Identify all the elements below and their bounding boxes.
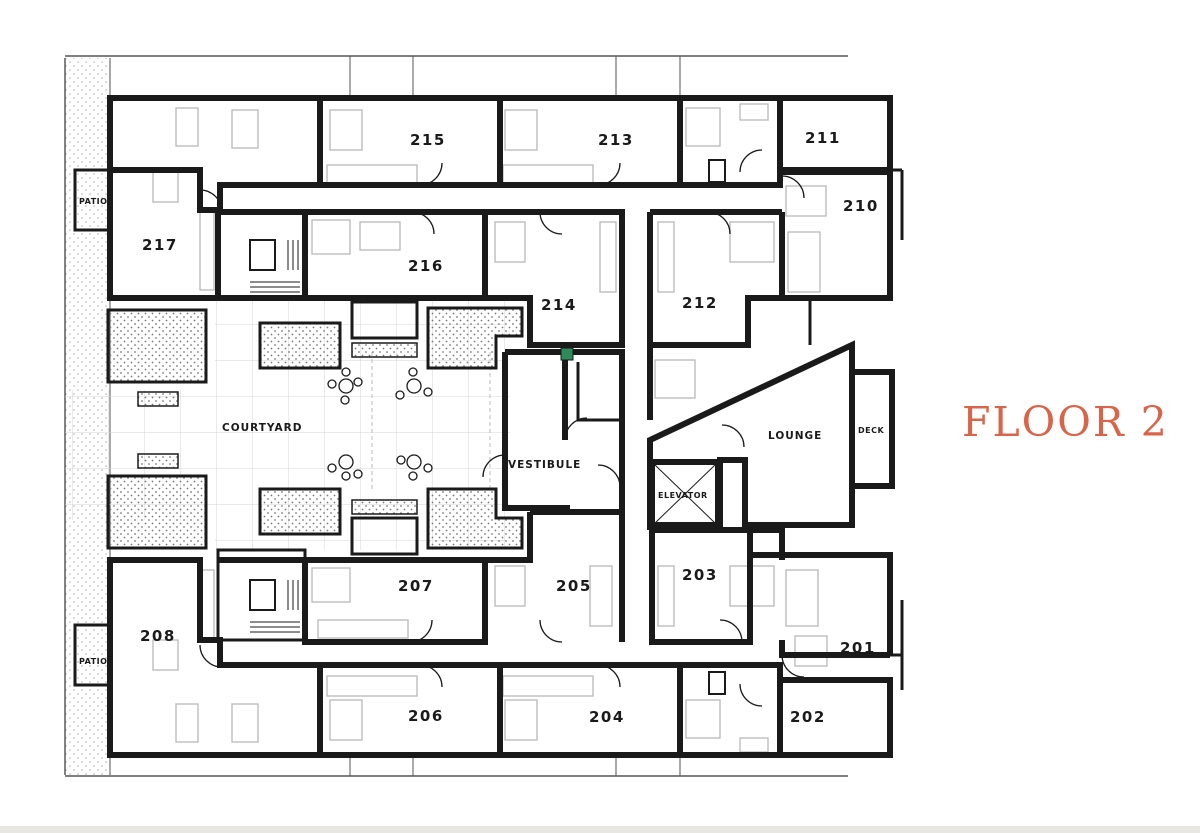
room-210-label: 210 (843, 197, 879, 215)
room-202-label: 202 (790, 708, 826, 726)
door-swings (199, 149, 805, 707)
appliances (560, 159, 726, 695)
room-217-label: 217 (142, 236, 178, 254)
planters (106, 300, 524, 556)
room-201-label: 201 (840, 639, 876, 657)
room-213-label: 213 (598, 131, 634, 149)
space-labels: COURTYARD VESTIBULE LOUNGE DECK ELEVATOR… (79, 197, 884, 666)
stairs (249, 239, 300, 633)
courtyard-tables (327, 367, 433, 481)
lounge-label: LOUNGE (768, 430, 822, 442)
room-214-label: 214 (541, 296, 577, 314)
room-211-label: 211 (805, 129, 841, 147)
room-208-label: 208 (140, 627, 176, 645)
room-206-label: 206 (408, 707, 444, 725)
elevator-label: ELEVATOR (658, 491, 708, 500)
room-labels: 215 213 211 210 217 216 214 212 207 205 … (140, 129, 879, 726)
courtyard-label: COURTYARD (222, 422, 302, 434)
room-203-label: 203 (682, 566, 718, 584)
room-204-label: 204 (589, 708, 625, 726)
room-215-label: 215 (410, 131, 446, 149)
room-205-label: 205 (556, 577, 592, 595)
walls (73, 95, 904, 758)
patio-top-label: PATIO (79, 197, 107, 206)
bottom-rule (0, 826, 1200, 833)
patio-bottom-label: PATIO (79, 657, 107, 666)
room-216-label: 216 (408, 257, 444, 275)
room-207-label: 207 (398, 577, 434, 595)
vestibule-label: VESTIBULE (508, 459, 581, 471)
floor-title: FLOOR 2 (962, 398, 1169, 446)
room-212-label: 212 (682, 294, 718, 312)
deck-label: DECK (858, 426, 884, 435)
